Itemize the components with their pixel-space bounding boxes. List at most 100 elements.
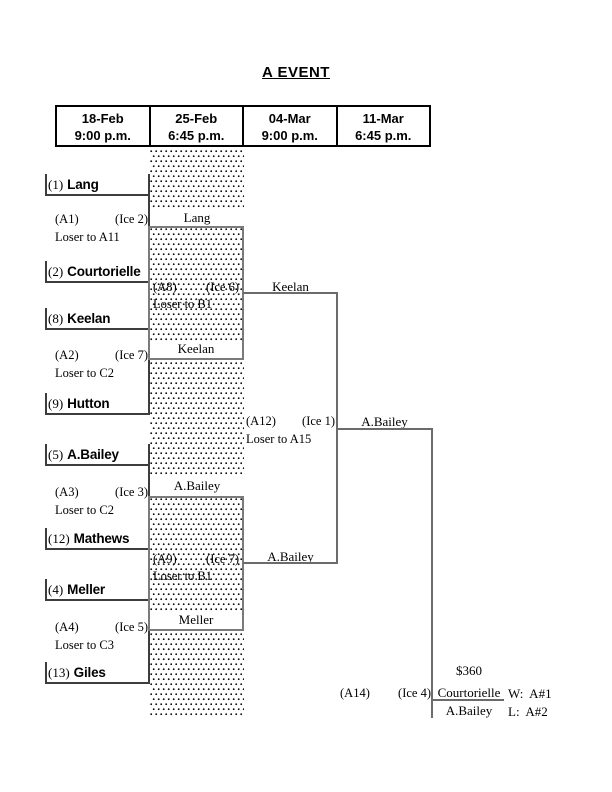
game-loser-note: Loser to A15 <box>246 432 312 446</box>
entry-line <box>45 328 149 330</box>
team-seed: (8) <box>48 311 64 326</box>
game-loser-note: Loser to C3 <box>55 638 115 652</box>
team-name: Courtorielle <box>67 264 141 279</box>
schedule-date: 11-Mar <box>362 111 404 126</box>
game-ice: (Ice 7) <box>115 348 148 362</box>
team-entry: (5)A.Bailey <box>48 447 119 463</box>
champion-label: Courtorielle <box>437 685 501 700</box>
game-ice: (Ice 7) <box>206 552 239 566</box>
team-entry: (2)Courtorielle <box>48 264 141 280</box>
game-id: (A4) <box>55 620 79 634</box>
stipple-band <box>150 150 244 210</box>
game-id: (A3) <box>55 485 79 499</box>
team-seed: (4) <box>48 582 64 597</box>
entry-line <box>45 464 149 466</box>
entry-tick <box>45 308 47 328</box>
page-title: A EVENT <box>262 64 330 81</box>
team-entry: (1)Lang <box>48 177 99 193</box>
runner-up-result-note: L: A#2 <box>508 704 548 719</box>
pair-connector <box>148 308 150 415</box>
team-entry: (4)Meller <box>48 582 105 598</box>
schedule-table: 18-Feb 9:00 p.m. 25-Feb 6:45 p.m. 04-Mar… <box>55 105 431 147</box>
team-seed: (5) <box>48 447 64 462</box>
entry-tick <box>45 444 47 464</box>
stipple-band <box>150 633 244 718</box>
game-id: (A12) <box>246 414 276 428</box>
game-annotation: (A3) (Ice 3) <box>55 485 148 500</box>
team-name: Lang <box>67 177 99 192</box>
advance-line <box>243 562 338 564</box>
advance-line <box>243 292 338 294</box>
schedule-col-1: 18-Feb 9:00 p.m. <box>57 107 151 145</box>
schedule-col-4: 11-Mar 6:45 p.m. <box>338 107 430 145</box>
entry-line <box>45 281 149 283</box>
entry-line <box>45 194 149 196</box>
entry-tick <box>45 174 47 194</box>
champion-line <box>433 699 504 701</box>
entry-line <box>45 413 149 415</box>
team-entry: (9)Hutton <box>48 396 110 412</box>
prize-amount: $360 <box>456 663 482 678</box>
entry-tick <box>45 579 47 599</box>
team-name: Mathews <box>73 531 130 546</box>
game-id: (A8) <box>153 280 177 294</box>
schedule-date: 18-Feb <box>81 111 124 126</box>
advancing-team-label: A.Bailey <box>361 414 408 429</box>
advancing-team-label: Keelan <box>150 341 242 358</box>
game-box-a9: (A9) (Ice 7) Loser to B1 Meller <box>148 496 244 631</box>
game-ice: (Ice 2) <box>115 212 148 226</box>
game-annotation: (A1) (Ice 2) <box>55 212 148 227</box>
schedule-time: 9:00 p.m. <box>261 128 318 143</box>
schedule-col-3: 04-Mar 9:00 p.m. <box>244 107 338 145</box>
runner-up-label: A.Bailey <box>445 703 493 718</box>
team-entry: (13)Giles <box>48 665 106 681</box>
game-ice: (Ice 4) <box>398 686 431 700</box>
team-name: Meller <box>67 582 105 597</box>
entry-line <box>45 599 149 601</box>
team-seed: (1) <box>48 177 64 192</box>
game-id: (A9) <box>153 552 177 566</box>
game-ice: (Ice 3) <box>115 485 148 499</box>
advancing-team-label: Meller <box>150 612 242 629</box>
game-loser-note: Loser to C2 <box>55 366 115 380</box>
schedule-time: 9:00 p.m. <box>74 128 131 143</box>
team-seed: (12) <box>48 531 70 546</box>
advancing-team-label: Keelan <box>272 279 309 294</box>
winner-result-note: W: A#1 <box>508 686 552 701</box>
game-annotation: (A2) (Ice 7) <box>55 348 148 363</box>
schedule-date: 25-Feb <box>175 111 218 126</box>
team-name: Giles <box>73 665 106 680</box>
entry-line <box>45 682 149 684</box>
game-id: (A2) <box>55 348 79 362</box>
game-id: (A14) <box>340 686 370 700</box>
team-name: Hutton <box>67 396 110 411</box>
game-ice: (Ice 5) <box>115 620 148 634</box>
schedule-time: 6:45 p.m. <box>168 128 225 143</box>
game-box-a8: (A8) (Ice 6) Loser to B1 Keelan <box>148 226 244 360</box>
entry-tick <box>45 393 47 413</box>
advance-line <box>336 428 433 430</box>
game-annotation: (A8) (Ice 6) <box>150 280 242 295</box>
schedule-col-2: 25-Feb 6:45 p.m. <box>151 107 244 145</box>
final-connector <box>431 428 433 718</box>
advancing-team-label: Lang <box>150 209 244 227</box>
game-ice: (Ice 1) <box>302 414 335 428</box>
game-loser-note: Loser to A11 <box>55 230 120 244</box>
game-loser-note: Loser to B1 <box>153 297 213 311</box>
team-name: A.Bailey <box>67 447 119 462</box>
team-seed: (2) <box>48 264 64 279</box>
game-annotation: (A4) (Ice 5) <box>55 620 148 635</box>
game-loser-note: Loser to C2 <box>55 503 115 517</box>
advancing-team-label: A.Bailey <box>267 549 314 564</box>
entry-tick <box>45 528 47 548</box>
schedule-date: 04-Mar <box>268 111 311 126</box>
game-id: (A1) <box>55 212 79 226</box>
entry-tick <box>45 261 47 281</box>
game-annotation: (A12) (Ice 1) <box>246 414 335 429</box>
team-seed: (13) <box>48 665 70 680</box>
game-annotation: (A9) (Ice 7) <box>150 552 242 567</box>
schedule-time: 6:45 p.m. <box>355 128 412 143</box>
pair-connector <box>148 579 150 684</box>
game-ice: (Ice 6) <box>206 280 239 294</box>
team-entry: (12)Mathews <box>48 531 129 547</box>
